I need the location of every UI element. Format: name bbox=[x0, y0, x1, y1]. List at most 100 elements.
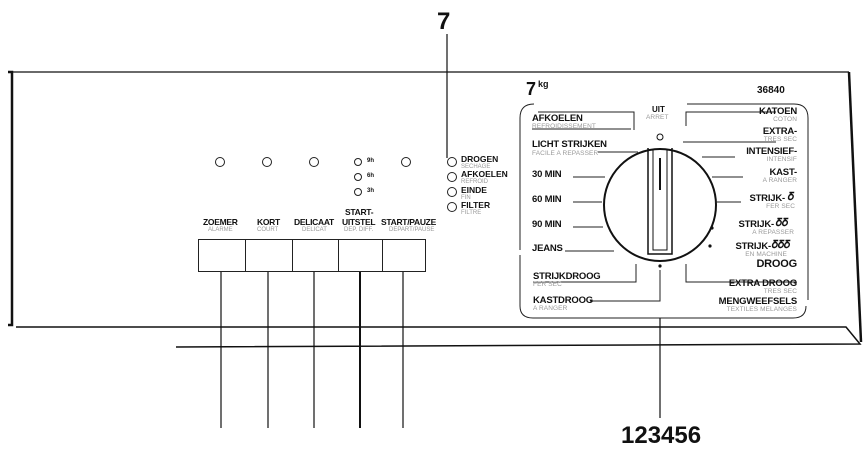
program-strijk-fer-sec-sub: FER SEC bbox=[766, 203, 795, 210]
button-start-uitstel-sub: DEP. DIFF. bbox=[344, 227, 374, 233]
dial-off-dot bbox=[656, 133, 664, 141]
button-start-pauze-sub: DEPART/PAUSE bbox=[389, 227, 435, 233]
button-delicaat-sub: DELICAT bbox=[302, 227, 327, 233]
indicator-einde: EINDE bbox=[461, 185, 487, 195]
program-intensief-sub: INTENSIF bbox=[766, 156, 797, 163]
iron-one-dot-icon: 𝛿 bbox=[788, 191, 795, 203]
program-strijkdroog-sub: FER SEC bbox=[533, 281, 562, 288]
capacity-unit: kg bbox=[538, 79, 549, 89]
led-drogen bbox=[447, 157, 457, 167]
dial-tick-dot bbox=[710, 226, 714, 230]
led-delay-9h bbox=[354, 158, 362, 166]
dial-off-label: UIT bbox=[652, 105, 665, 114]
program-extra: EXTRA- bbox=[762, 126, 797, 137]
dial-tick-dot bbox=[658, 264, 662, 268]
program-jeans: JEANS bbox=[532, 243, 563, 254]
led-delay-6h bbox=[354, 173, 362, 181]
dial-off-sub: ARRET bbox=[646, 114, 669, 121]
leader-kastdroog bbox=[590, 270, 661, 302]
kort-button[interactable] bbox=[245, 239, 293, 272]
callout-7: 7 bbox=[437, 8, 451, 35]
program-frame-line bbox=[519, 103, 535, 250]
button-kort-label: KORT bbox=[257, 217, 280, 227]
indicator-afkoelen: AFKOELEN bbox=[461, 169, 508, 179]
panel-right-edge bbox=[847, 71, 863, 343]
button-zoemer-label: ZOEMER bbox=[203, 217, 238, 227]
program-intensief: INTENSIEF- bbox=[746, 146, 797, 157]
button-zoemer-sub: ALARME bbox=[208, 227, 233, 233]
program-strijk-fer-sec: STRIJK- bbox=[749, 193, 785, 204]
callout-123456: 123456 bbox=[621, 422, 702, 449]
delay-3h-label: 3h bbox=[367, 188, 375, 194]
leader-katoen bbox=[685, 111, 776, 126]
program-60-min: 60 MIN bbox=[532, 194, 562, 205]
program-katoen-sub: COTON bbox=[773, 116, 797, 123]
leader-extra-droog bbox=[685, 264, 797, 283]
program-licht-strijken-sub: FACILE A REPASSER bbox=[532, 150, 599, 157]
program-licht-strijken: LICHT STRIJKEN bbox=[532, 139, 607, 150]
indicator-einde-sub: FIN bbox=[461, 195, 471, 201]
led-delicaat bbox=[309, 157, 319, 167]
indicator-filter: FILTER bbox=[461, 200, 491, 210]
leader-afkoelen bbox=[538, 111, 635, 130]
program-extra-droog-sub: TRES SEC bbox=[763, 288, 797, 295]
program-mengweefsels-sub: TEXTILES MELANGES bbox=[726, 306, 797, 313]
program-mengweefsels: MENGWEEFSELS bbox=[718, 296, 798, 307]
start-uitstel-button[interactable] bbox=[338, 239, 383, 272]
led-start-pauze bbox=[401, 157, 411, 167]
program-30-min: 30 MIN bbox=[532, 169, 562, 180]
button-kort-sub: COURT bbox=[257, 227, 279, 233]
indicator-afkoelen-sub: REFROID bbox=[461, 179, 488, 185]
program-extra-sub: TRES SEC bbox=[763, 136, 797, 143]
program-strijk-a-repasser: STRIJK- bbox=[738, 219, 774, 230]
program-strijkdroog: STRIJKDROOG bbox=[533, 271, 601, 282]
panel-left-edge bbox=[8, 70, 14, 327]
button-start-uitstel-label-1: START- bbox=[345, 207, 374, 217]
program-90-min: 90 MIN bbox=[532, 219, 562, 230]
program-strijk-en-machine-sub: EN MACHINE bbox=[745, 251, 787, 258]
model-number: 36840 bbox=[757, 85, 785, 96]
program-strijk-en-machine: STRIJK- bbox=[735, 241, 771, 252]
indicator-drogen-sub: SECHAGE bbox=[461, 164, 491, 170]
delay-6h-label: 6h bbox=[367, 173, 375, 179]
led-delay-3h bbox=[354, 188, 362, 196]
led-filter bbox=[447, 202, 457, 212]
capacity-value: 7 bbox=[526, 79, 537, 99]
indicator-filter-sub: FILTRE bbox=[461, 210, 482, 216]
iron-two-dots-icon: 𝛿𝛿 bbox=[776, 217, 789, 229]
program-extra-droog: EXTRA DROOG bbox=[728, 278, 797, 289]
dial-tick-dot bbox=[708, 244, 712, 248]
program-dial bbox=[603, 148, 717, 262]
program-kastdroog-sub: A RANGER bbox=[533, 305, 568, 312]
led-kort bbox=[262, 157, 272, 167]
delay-9h-label: 9h bbox=[367, 158, 375, 164]
start-pauze-button[interactable] bbox=[382, 239, 426, 272]
led-einde bbox=[447, 187, 457, 197]
led-afkoelen bbox=[447, 172, 457, 182]
panel-bottom-edge bbox=[16, 326, 862, 348]
program-frame-line bbox=[687, 103, 809, 300]
program-dial-knob[interactable] bbox=[604, 149, 716, 261]
indicator-drogen: DROGEN bbox=[461, 154, 499, 164]
program-frame-line bbox=[519, 255, 807, 319]
program-strijk-a-repasser-sub: A REPASSER bbox=[752, 229, 794, 236]
program-katoen: KATOEN bbox=[758, 106, 797, 117]
program-kast: KAST- bbox=[769, 167, 797, 178]
zoemer-button[interactable] bbox=[198, 239, 246, 272]
program-droog: DROOG bbox=[756, 258, 797, 270]
program-afkoelen-sub: REFROIDISSEMENT bbox=[532, 123, 596, 130]
button-start-uitstel-label-2: UITSTEL bbox=[342, 217, 376, 227]
led-zoemer bbox=[215, 157, 225, 167]
iron-three-dots-icon: 𝛿𝛿𝛿 bbox=[772, 239, 791, 251]
button-delicaat-label: DELICAAT bbox=[294, 217, 334, 227]
program-kast-sub: A RANGER bbox=[762, 177, 797, 184]
delicaat-button[interactable] bbox=[292, 239, 339, 272]
dial-knob-grip-inner bbox=[652, 150, 668, 251]
dial-knob-grip bbox=[647, 148, 673, 255]
program-afkoelen: AFKOELEN bbox=[532, 113, 583, 124]
program-kastdroog: KASTDROOG bbox=[533, 295, 593, 306]
button-start-pauze-label: START/PAUZE bbox=[381, 217, 436, 227]
leader-strijkdroog bbox=[533, 264, 637, 283]
